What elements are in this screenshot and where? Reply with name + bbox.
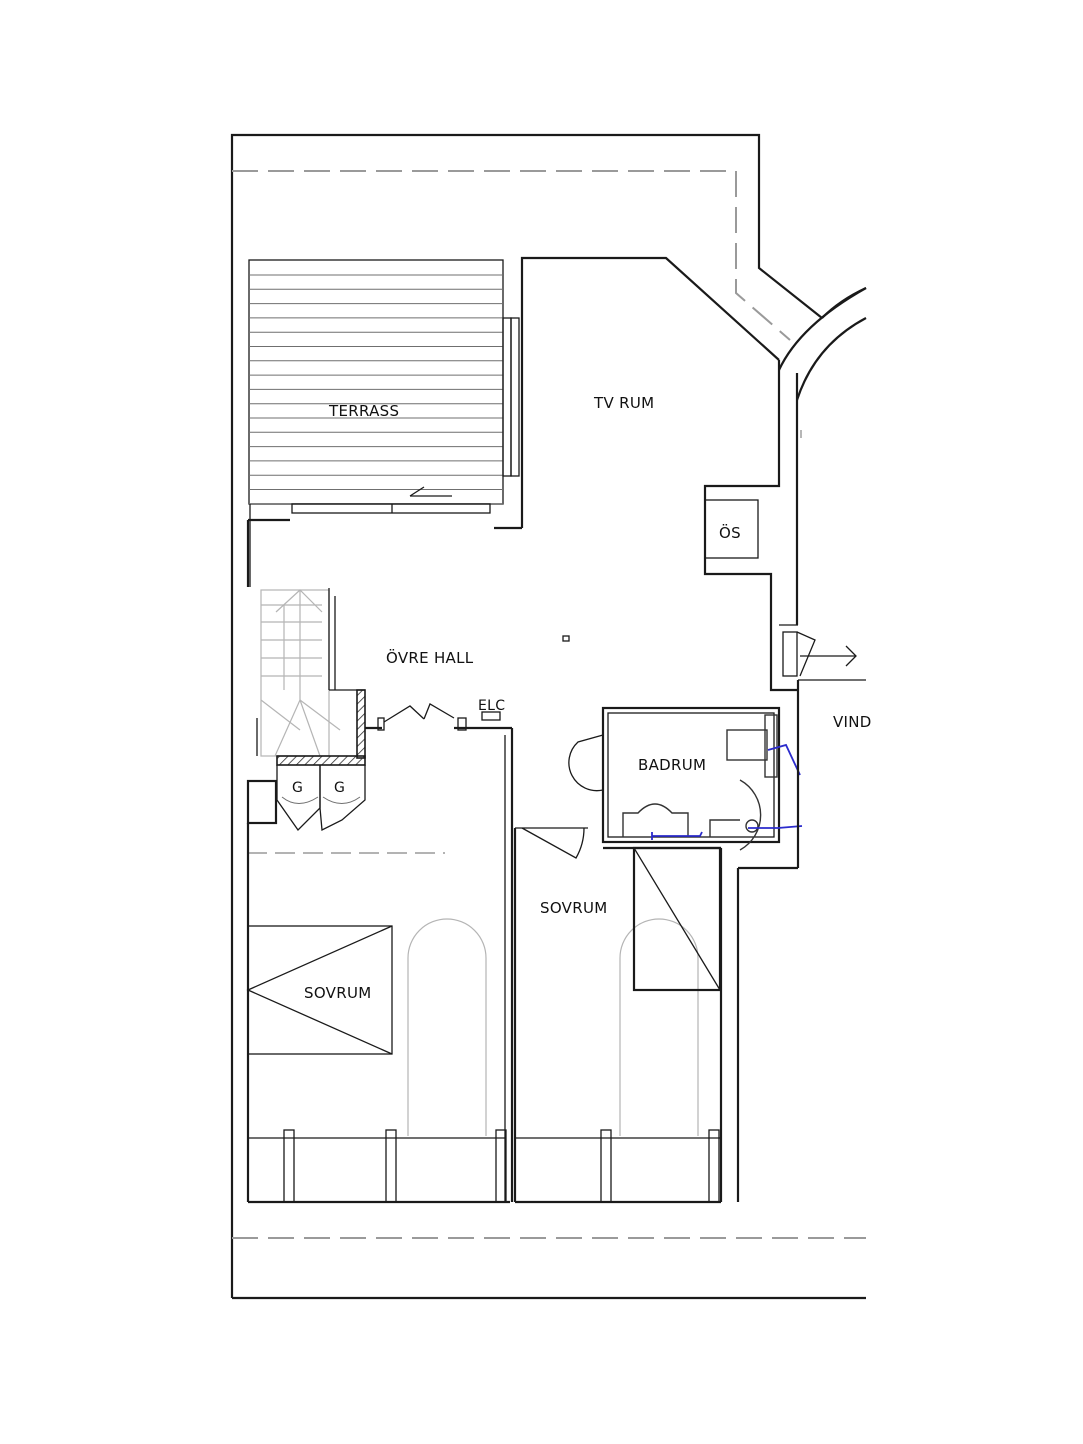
label-wardrobe: ÖS (719, 523, 741, 542)
hall-double-door (365, 703, 512, 731)
label-bedroom-left: SOVRUM (304, 984, 371, 1002)
attic-door (782, 631, 857, 677)
smoke-detector (562, 635, 570, 642)
label-bedroom-middle: SOVRUM (540, 899, 607, 917)
terrace-decking-lines (249, 274, 503, 505)
label-terrace: TERRASS (328, 402, 399, 420)
sliding-door-arrow (409, 486, 452, 497)
middle-wardrobe (632, 846, 722, 992)
left-bed (246, 925, 393, 1055)
right-side-walls (736, 624, 866, 1202)
outer-outline (230, 133, 867, 1300)
cabinets (246, 765, 366, 832)
label-tv-room: TV RUM (593, 394, 654, 412)
label-cabinet-1: G (292, 780, 303, 796)
knee-wall-rafters (248, 1129, 721, 1203)
terrace-area (248, 259, 520, 587)
bathroom-fixtures (622, 714, 778, 851)
roof-windows (407, 918, 699, 1136)
label-bathroom: BADRUM (638, 756, 706, 774)
electrical-panel (481, 711, 501, 721)
left-bedroom-walls (246, 728, 514, 1204)
wardrobe-cabinet (704, 499, 759, 559)
plumbing-pipes (651, 743, 803, 840)
label-cabinet-2: G (334, 780, 345, 796)
stair-wall-hatched (276, 689, 366, 766)
upper-hall-walls (246, 518, 290, 587)
middle-bedroom-walls (513, 827, 723, 1204)
label-attic: VIND (833, 713, 872, 731)
label-upper-hall: ÖVRE HALL (386, 648, 474, 667)
tv-room-walls (494, 256, 867, 692)
roof-dashed-lines (232, 170, 866, 1239)
staircase (256, 588, 365, 757)
label-electric: ELC (478, 698, 505, 714)
bathroom-walls (568, 706, 781, 844)
